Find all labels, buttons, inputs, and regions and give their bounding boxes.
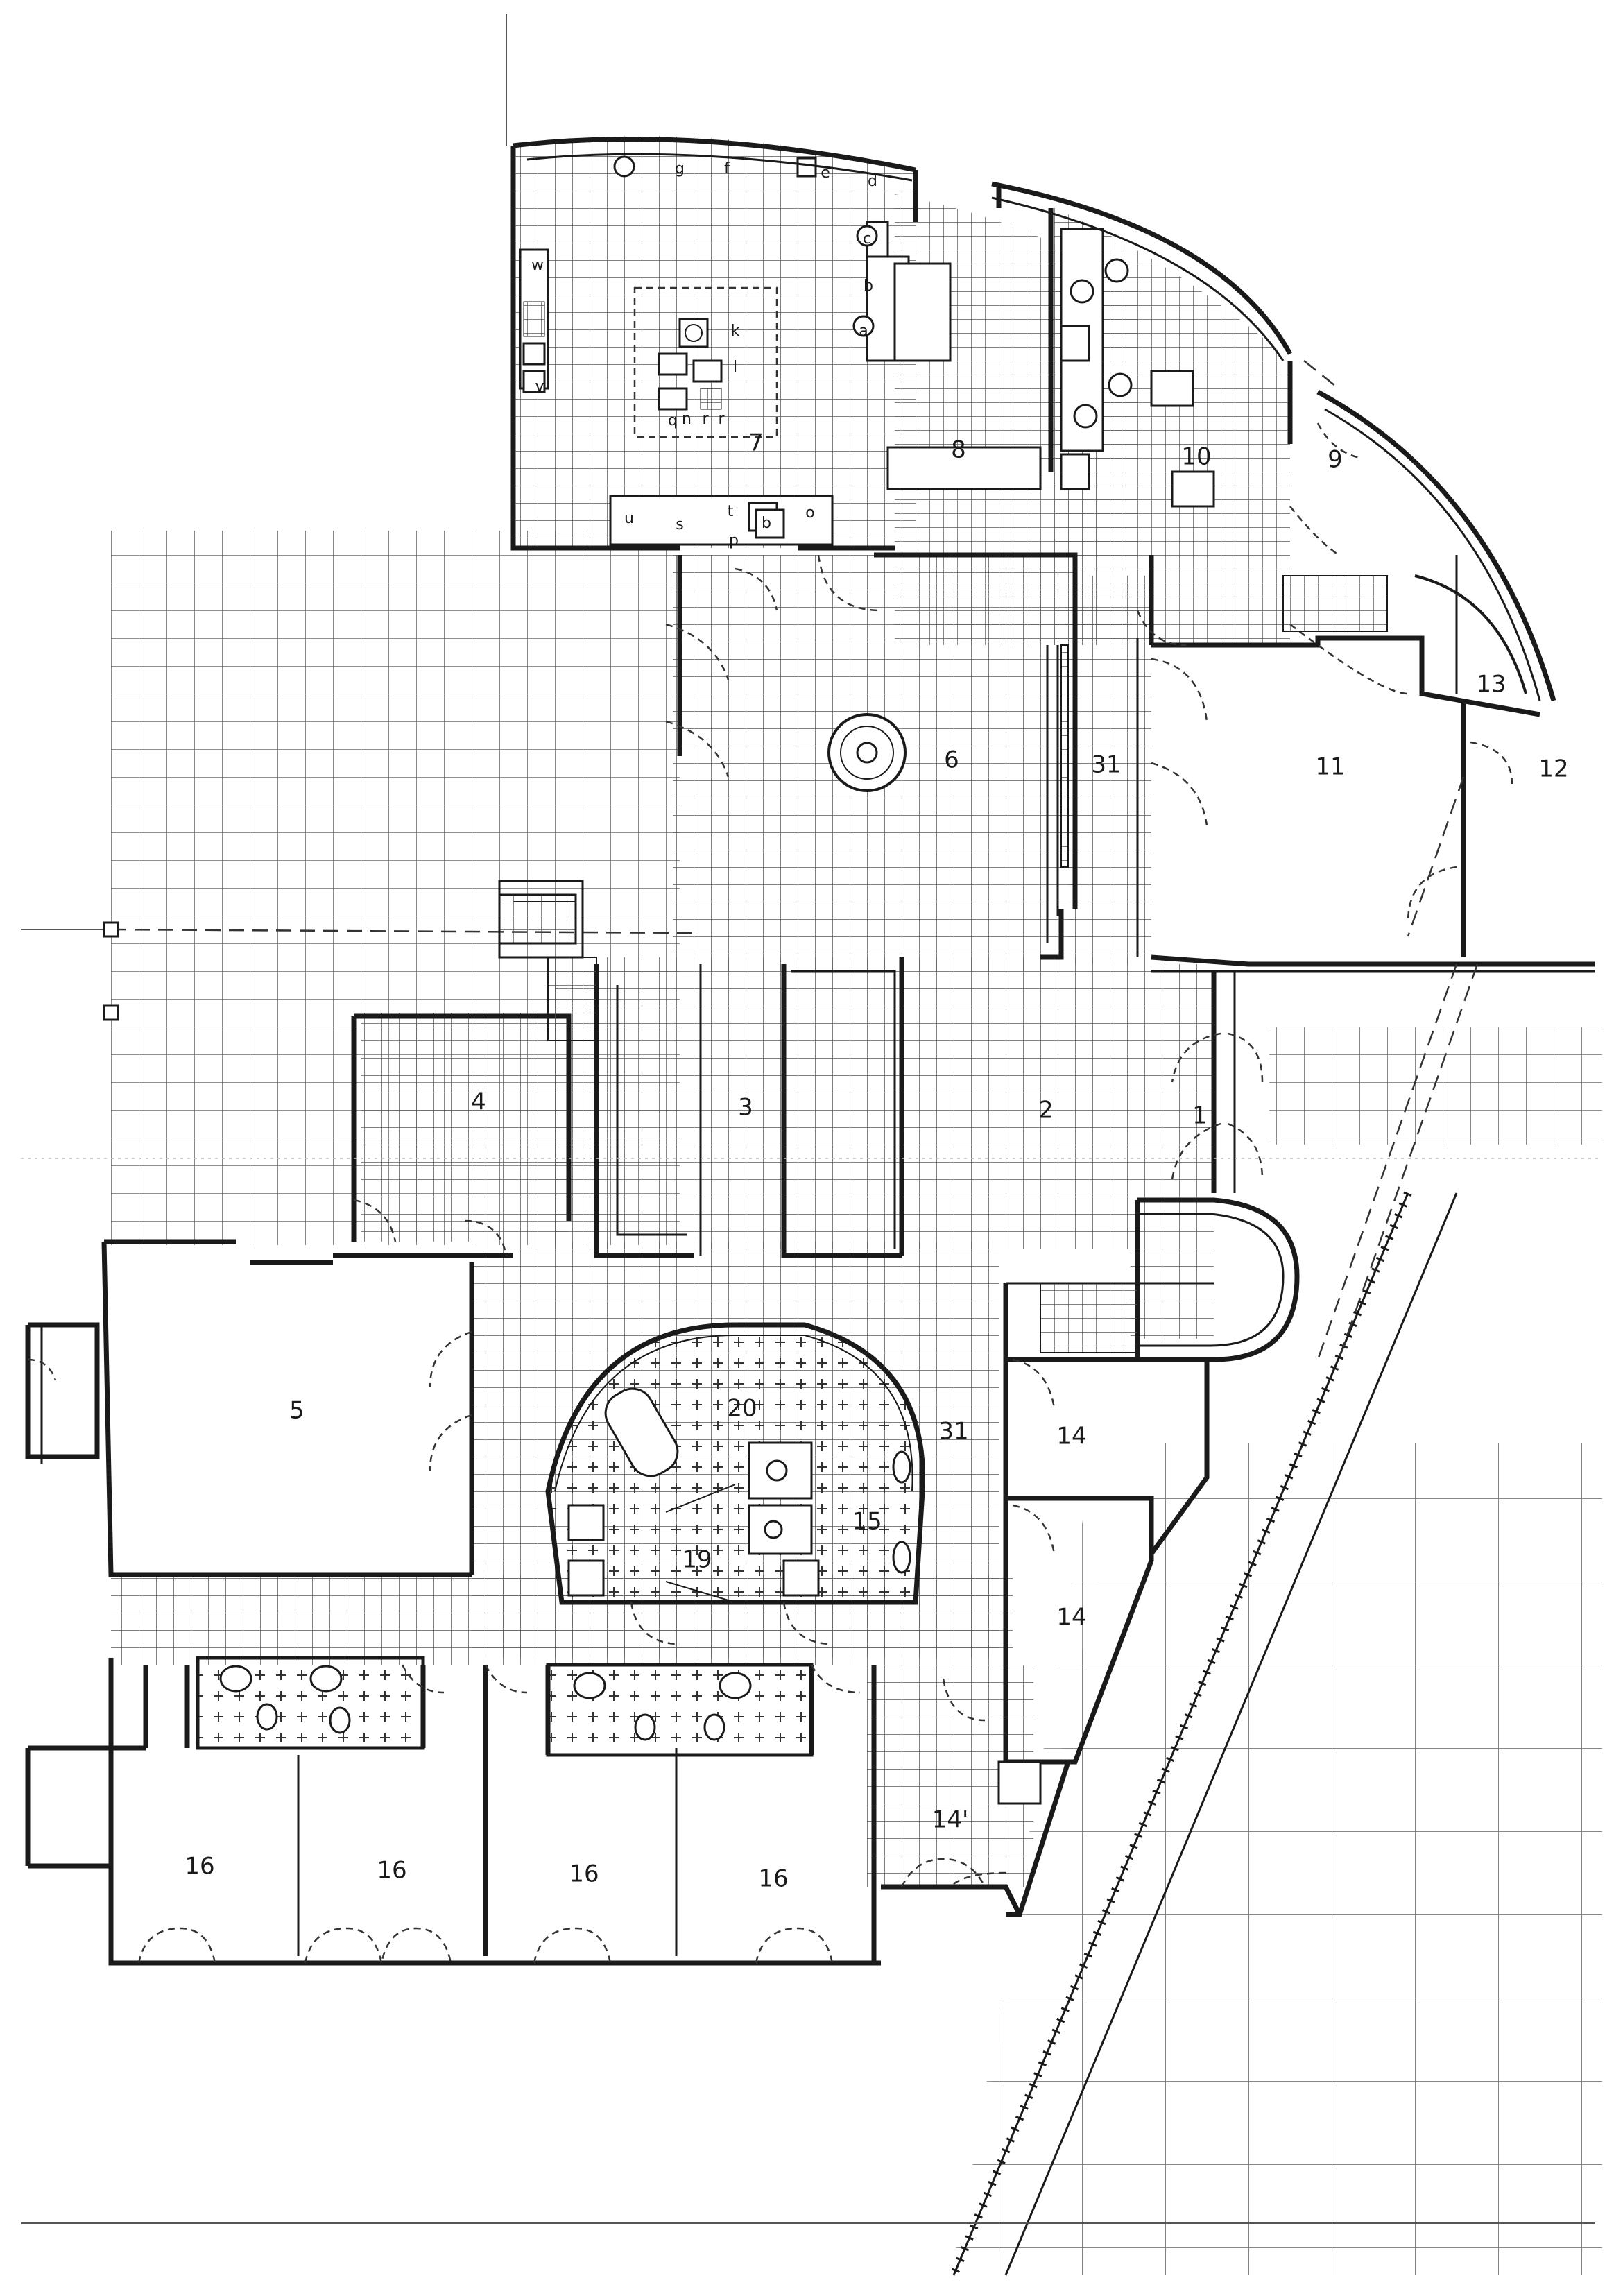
room-label-14: 14 [1056, 1423, 1086, 1450]
kitchen-mark-s: s [676, 516, 683, 533]
section-line [110, 928, 694, 934]
kitchen-mark-r: r [702, 411, 709, 428]
room-label-16: 16 [377, 1857, 406, 1885]
toilet-icon [634, 1713, 656, 1741]
toilet-icon [764, 1520, 783, 1539]
sink-icon [719, 1672, 752, 1699]
walls [25, 137, 1595, 1966]
sink-icon [309, 1665, 343, 1693]
room-label-4: 4 [471, 1088, 486, 1116]
room-label-1: 1 [1192, 1102, 1208, 1130]
oval-bath [545, 1322, 926, 1605]
toilet-icon [703, 1713, 725, 1741]
doors [27, 360, 1513, 1964]
room-label-14: 14 [1056, 1604, 1086, 1631]
kitchen-mark-n: n [682, 411, 692, 428]
room-label-31: 31 [1091, 751, 1121, 779]
kitchen-mark-r: r [718, 411, 725, 428]
room-label-10: 10 [1181, 443, 1211, 471]
stairs [498, 574, 1527, 1353]
room-label-3: 3 [738, 1094, 753, 1122]
reference-lines [21, 14, 1602, 2224]
burner-icon [678, 318, 709, 348]
kitchen-mark-g: g [675, 160, 685, 178]
sink-icon [573, 1672, 606, 1699]
kitchen-mark-c: c [863, 230, 871, 248]
kitchen-fixtures [519, 155, 1042, 546]
sink-icon [567, 1504, 605, 1541]
kitchen-mark-l: l [733, 359, 737, 376]
kitchen-mark-u: u [624, 510, 634, 527]
kitchen-mark-a: a [859, 323, 868, 340]
room-label-9: 9 [1328, 446, 1343, 474]
bathrooms-16 [196, 1656, 1031, 1793]
room-label-11: 11 [1315, 753, 1345, 781]
kitchen-mark-q: q [668, 412, 678, 429]
toilet-icon [329, 1706, 351, 1734]
kitchen-mark-p: p [729, 532, 739, 549]
room-label-14-prime: 14' [932, 1806, 969, 1834]
fountain [827, 713, 907, 792]
kitchen-mark-e: e [821, 164, 830, 182]
toilet-icon [1104, 258, 1129, 283]
kitchen-mark-b: b [864, 277, 873, 295]
sink-icon [219, 1665, 252, 1693]
room-labels: 1 2 3 4 5 6 7 8 9 10 11 12 13 14 14 14' … [184, 429, 1568, 1893]
kitchen-labels: a b c d e f g k l o p r s t u v w b r n … [531, 160, 877, 549]
bathtub-icon [604, 1387, 679, 1477]
toilet-icon [766, 1459, 788, 1482]
room-label-19: 19 [682, 1546, 712, 1574]
sink-icon [892, 1541, 911, 1574]
kitchen-mark-d: d [868, 173, 877, 190]
room-label-2: 2 [1038, 1097, 1054, 1124]
room-label-7: 7 [748, 429, 764, 457]
room-label-8: 8 [951, 436, 966, 464]
room-label-16: 16 [569, 1860, 599, 1888]
room-label-6: 6 [944, 746, 959, 774]
kitchen-mark-o: o [805, 504, 814, 522]
room-label-5: 5 [289, 1397, 304, 1425]
room-label-12: 12 [1538, 755, 1568, 783]
room-label-31: 31 [938, 1418, 968, 1446]
room-label-15: 15 [852, 1508, 882, 1536]
toilet-icon [1108, 372, 1133, 397]
kitchen-mark-t: t [728, 503, 734, 520]
toilets-10 [1060, 228, 1215, 508]
kitchen-mark-k: k [731, 323, 740, 340]
kitchen-mark-f: f [724, 160, 730, 178]
counter-8 [893, 262, 952, 362]
toilet-icon [256, 1703, 278, 1731]
kitchen-mark-w: w [531, 257, 544, 274]
diagonal-boundary [952, 1192, 1409, 2276]
sink-icon [892, 1450, 911, 1484]
kitchen-mark-v: v [535, 378, 544, 395]
room-label-20: 20 [727, 1395, 757, 1423]
room-label-13: 13 [1476, 671, 1506, 699]
room-label-16: 16 [184, 1853, 214, 1881]
room-label-16: 16 [758, 1865, 788, 1893]
kitchen-mark-b: b [762, 515, 771, 532]
